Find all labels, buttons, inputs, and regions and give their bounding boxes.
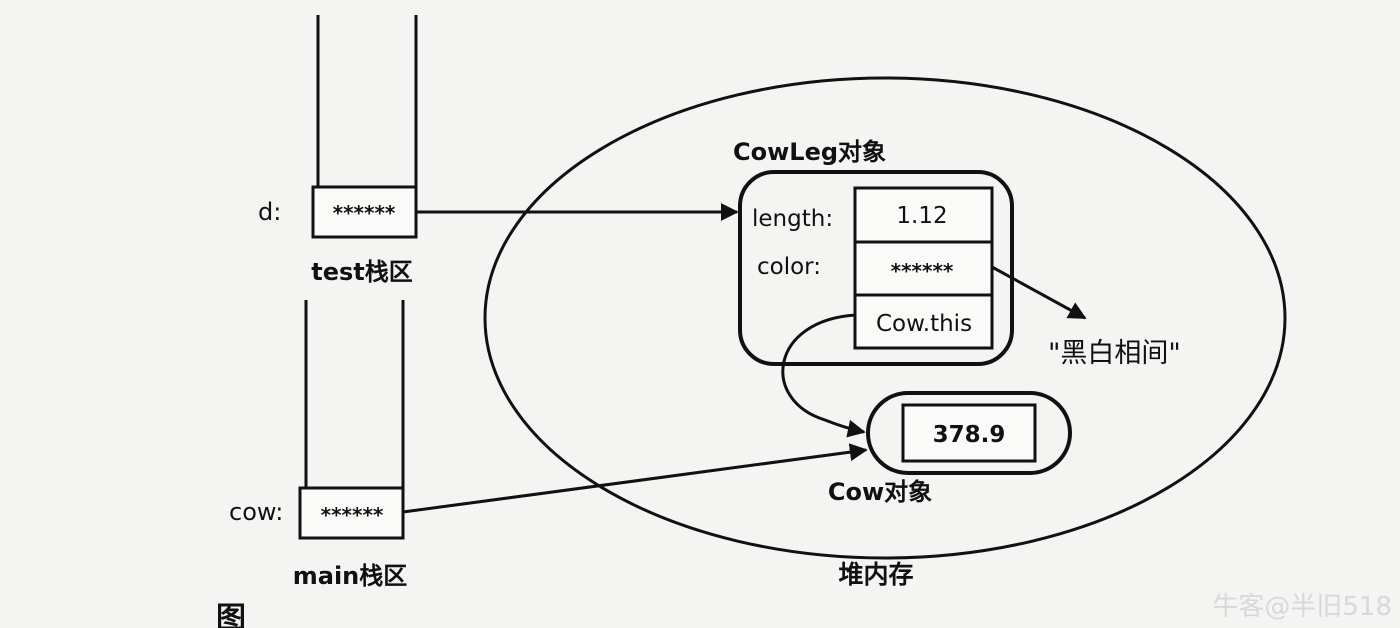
main-stack: ****** cow: main栈区: [229, 300, 407, 590]
heap-label: 堆内存: [838, 560, 913, 589]
cowleg-object: CowLeg对象 length: 1.12 color: ****** Cow.…: [733, 138, 1014, 366]
cow-container: [866, 391, 1072, 475]
arrow-cow-var-to-cow: [402, 443, 868, 514]
cow-title: Cow对象: [828, 478, 932, 506]
test-var-label: d:: [258, 198, 281, 226]
test-stack: ****** d: test栈区: [258, 15, 418, 286]
field-outer-ref-value: Cow.this: [876, 311, 972, 337]
watermark: 牛客@半旧518: [1212, 592, 1392, 622]
caption-fragment: 图: [216, 601, 246, 628]
test-stack-value: ******: [333, 201, 396, 225]
heap-ellipse: [483, 76, 1287, 560]
string-literal: "黑白相间": [1048, 338, 1181, 369]
main-stack-cell: [298, 486, 405, 540]
main-var-label: cow:: [229, 498, 283, 526]
cow-value: 378.9: [933, 422, 1006, 448]
cowleg-fields-box: [853, 186, 994, 350]
cow-value-box: [901, 403, 1037, 463]
field-length-value: 1.12: [896, 203, 947, 229]
field-length-label: length:: [752, 206, 833, 232]
cowleg-title: CowLeg对象: [733, 138, 886, 166]
field-color-label: color:: [757, 254, 821, 280]
main-stack-label: main栈区: [293, 562, 408, 590]
test-stack-label: test栈区: [311, 258, 413, 286]
arrow-outer-this-to-cow: [781, 313, 866, 438]
cowleg-container: [738, 170, 1014, 366]
cow-object: 378.9 Cow对象: [828, 391, 1072, 506]
main-stack-value: ******: [321, 503, 384, 527]
field-color-value: ******: [891, 259, 954, 283]
arrow-color-to-string: [991, 265, 1087, 320]
